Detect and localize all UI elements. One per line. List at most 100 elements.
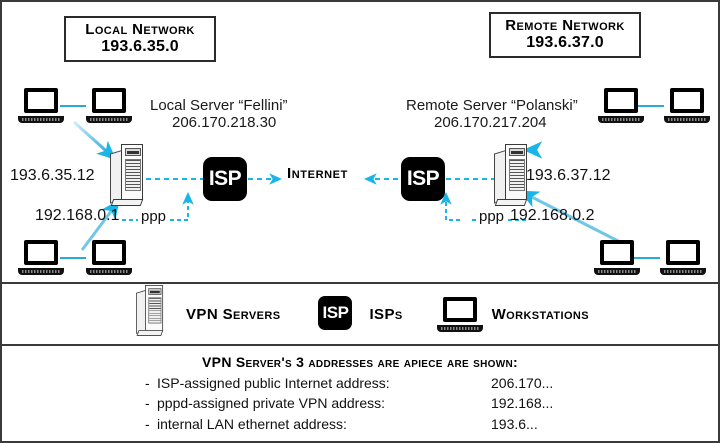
workstation-icon <box>18 240 64 276</box>
footnote-text: pppd-assigned private VPN address: <box>157 395 386 412</box>
local-server-name: Local Server “Fellini” <box>150 97 288 114</box>
monitor-bezel <box>600 240 634 265</box>
workstation-icon <box>86 240 132 276</box>
legend-label-isps: ISPs <box>369 305 403 323</box>
monitor-screen <box>96 91 122 109</box>
server-front-panel <box>121 144 143 200</box>
monitor-screen <box>96 243 122 261</box>
keyboard <box>598 114 644 123</box>
monitor-bezel <box>442 297 477 322</box>
keyboard <box>660 266 706 275</box>
footnote-line: - ISP-assigned public Internet address: … <box>145 373 575 393</box>
monitor-bezel <box>24 240 58 265</box>
local-network-box: Local Network 193.6.35.0 <box>64 16 216 63</box>
keyboard <box>18 114 64 123</box>
workstation-icon <box>598 88 644 124</box>
remote-vpn-server-icon <box>494 144 528 206</box>
keyboard <box>436 323 483 332</box>
legend-icon-slot <box>131 285 177 336</box>
keyboard <box>86 114 132 123</box>
server-front-panel <box>505 144 527 200</box>
arrow-bottom-left-to-server <box>80 199 120 251</box>
remote-server-name: Remote Server “Polanski” <box>406 97 578 114</box>
footnote-panel: VPN Server's 3 addresses are apiece are … <box>2 344 718 441</box>
isp-tile-right: ISP <box>401 157 445 201</box>
internet-label: Internet <box>287 165 348 182</box>
monitor-screen <box>446 300 473 318</box>
monitor-bezel <box>604 88 638 113</box>
remote-network-address: 193.6.37.0 <box>526 34 604 52</box>
legend-row: VPN Servers ISP ISPs Workstations <box>2 284 718 344</box>
workstation-icon <box>664 88 710 124</box>
arrow-bottom-right-to-server <box>519 190 625 246</box>
monitor-bezel <box>24 88 58 113</box>
server-vent-grille <box>509 159 525 191</box>
monitor-screen <box>670 243 696 261</box>
monitor-screen <box>28 243 54 261</box>
footnote-dash: - <box>145 395 150 412</box>
keyboard <box>86 266 132 275</box>
server-vent-grille <box>148 297 162 324</box>
server-drive-bay <box>148 288 162 295</box>
footnote-value: 193.6... <box>491 415 538 432</box>
legend-label-vpn-servers: VPN Servers <box>186 305 281 323</box>
legend-item-workstations: Workstations <box>436 292 589 336</box>
remote-network-box: Remote Network 193.6.37.0 <box>489 12 641 59</box>
server-base <box>494 199 528 206</box>
footnote-title: VPN Server's 3 addresses are apiece are … <box>202 354 518 370</box>
legend-item-vpn-servers: VPN Servers <box>131 285 281 336</box>
keyboard <box>664 114 710 123</box>
footnote-text: internal LAN ethernet address: <box>157 415 347 432</box>
ppp-label-right: ppp <box>479 208 505 225</box>
monitor-screen <box>28 91 54 109</box>
footnote-value: 192.168... <box>491 395 554 412</box>
local-server-public-address: 206.170.218.30 <box>172 114 277 132</box>
monitor-bezel <box>666 240 700 265</box>
legend-panel: VPN Servers ISP ISPs Workstations <box>2 282 718 344</box>
local-server-vpn-address: 192.168.0.1 <box>35 207 120 224</box>
server-base <box>136 330 164 336</box>
local-network-address: 193.6.35.0 <box>101 38 179 56</box>
remote-server-lan-address: 193.6.37.12 <box>526 167 611 184</box>
footnote-value: 206.170... <box>491 375 554 391</box>
remote-server-vpn-address: 192.168.0.2 <box>510 207 595 224</box>
isp-tile-left: ISP <box>203 157 247 201</box>
legend-icon-slot <box>436 292 483 336</box>
footnote-block: VPN Server's 3 addresses are apiece are … <box>2 346 718 441</box>
topology-panel: Local Network 193.6.35.0 Remote Network … <box>2 2 718 282</box>
legend-item-isps: ISP ISPs <box>314 292 402 336</box>
isp-tile-icon: ISP <box>318 296 353 330</box>
local-network-title: Local Network <box>85 21 195 38</box>
server-front-panel <box>145 285 164 331</box>
workstation-icon <box>18 88 64 124</box>
footnote-text: ISP-assigned public Internet address: <box>157 375 390 391</box>
connector-layer <box>60 105 664 259</box>
server-tower-icon <box>136 285 164 336</box>
footnote-line: - internal LAN ethernet address: 193.6..… <box>145 414 575 434</box>
monitor-bezel <box>92 240 126 265</box>
legend-label-workstations: Workstations <box>491 305 589 323</box>
footnote-line: - pppd-assigned private VPN address: 192… <box>145 393 575 413</box>
monitor-screen <box>674 91 700 109</box>
footnote-dash: - <box>145 415 150 432</box>
remote-server-caption: Remote Server “Polanski” 206.170.217.204 <box>406 97 578 132</box>
server-drive-bay <box>125 148 141 156</box>
workstation-icon <box>660 240 706 276</box>
local-vpn-server-icon <box>110 144 144 206</box>
server-base <box>110 199 144 206</box>
arrow-top-left-to-server <box>72 120 117 161</box>
local-server-caption: Local Server “Fellini” 206.170.218.30 <box>150 97 288 132</box>
keyboard <box>594 266 640 275</box>
footnote-dash: - <box>145 375 150 391</box>
keyboard <box>18 266 64 275</box>
workstation-icon <box>594 240 640 276</box>
ppp-label-left: ppp <box>141 208 167 225</box>
remote-network-title: Remote Network <box>505 17 625 34</box>
server-drive-bay <box>509 148 525 156</box>
local-server-lan-address: 193.6.35.12 <box>10 167 95 184</box>
monitor-screen <box>608 91 634 109</box>
workstation-icon <box>86 88 132 124</box>
server-vent-grille <box>125 159 141 191</box>
workstation-icon <box>436 297 483 333</box>
